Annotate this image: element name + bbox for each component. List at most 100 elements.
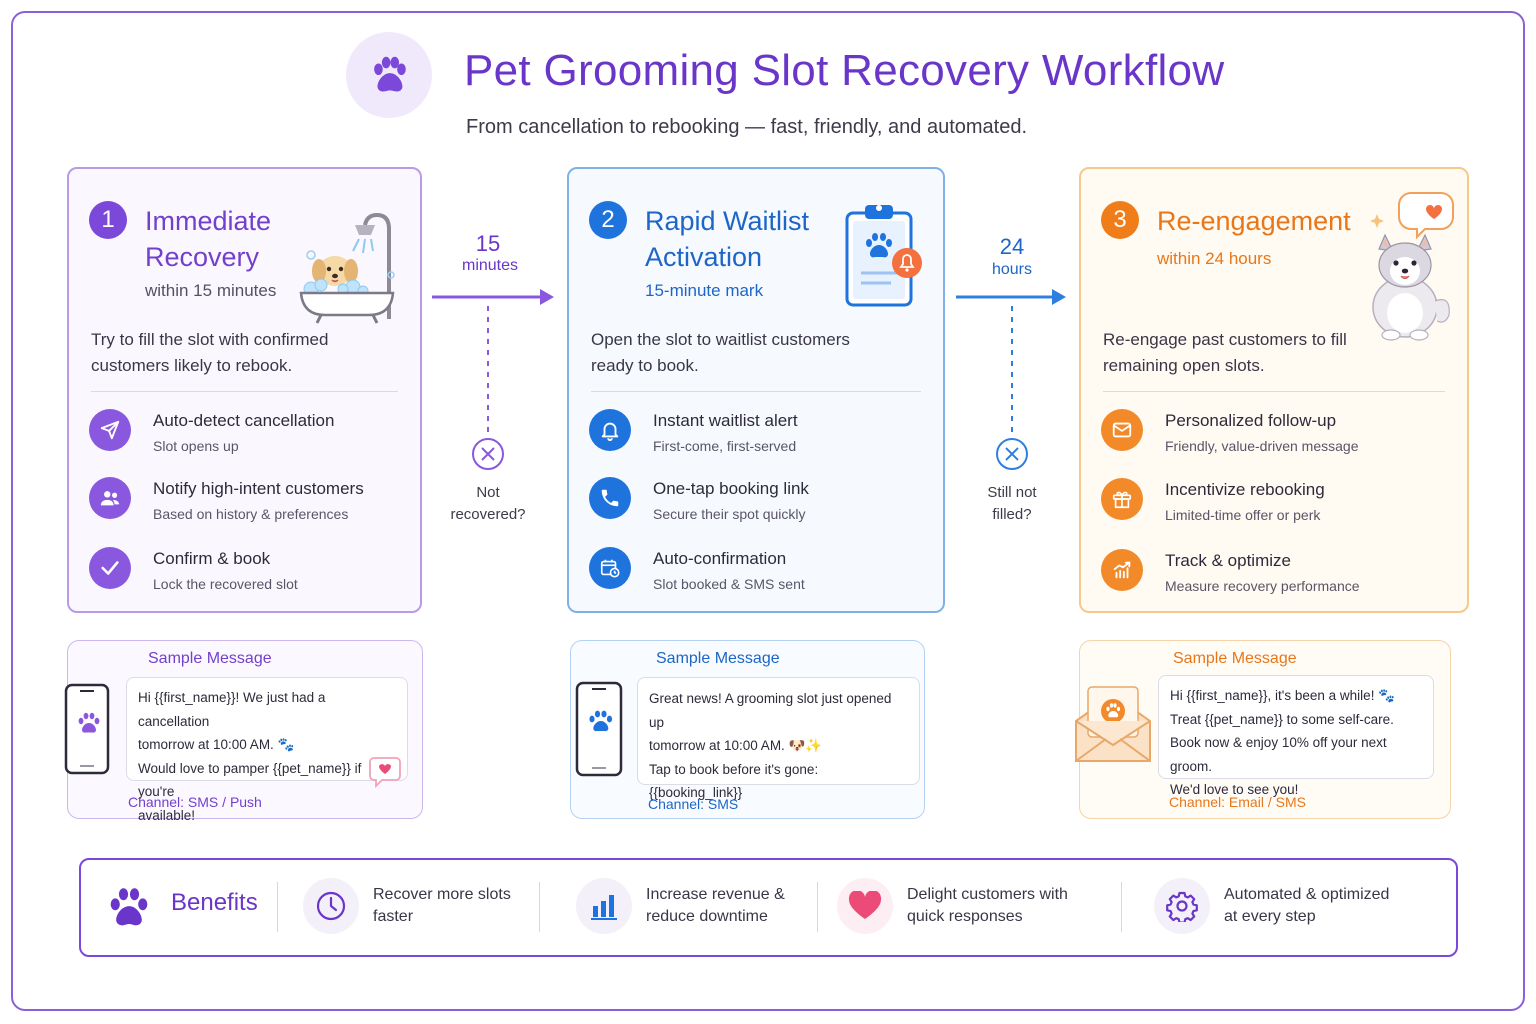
fluffy-dog-illustration — [1370, 192, 1454, 341]
clipboard-illustration — [845, 205, 922, 307]
clock-icon — [303, 878, 359, 934]
step-number-badge: 3 — [1101, 201, 1139, 239]
message-bubble: Hi {{first_name}}, it's been a while! 🐾 … — [1158, 675, 1434, 797]
item-title: Track & optimize — [1165, 551, 1291, 570]
step-item: Track & optimize Measure recovery perfor… — [1101, 549, 1360, 594]
bar-chart-icon — [576, 878, 632, 934]
item-title: Personalized follow-up — [1165, 411, 1337, 430]
connector-time-unit: minutes — [461, 257, 519, 274]
item-subtitle: Limited-time offer or perk — [1165, 507, 1321, 523]
step-card-rapid-waitlist: 2 Rapid Waitlist Activation 15-minute ma… — [567, 167, 945, 613]
channel-label: Channel: SMS / Push — [128, 794, 262, 810]
message-line: Great news! A grooming slot just opened … — [649, 691, 892, 730]
step-title: Immediate Recovery — [145, 206, 272, 272]
step-item: Auto-confirmation Slot booked & SMS sent — [589, 547, 805, 592]
step-title: Re-engagement — [1157, 206, 1351, 236]
logo-badge — [346, 32, 432, 118]
dog-bathtub-illustration — [299, 212, 395, 324]
step-number-badge: 1 — [89, 201, 127, 239]
step-subtitle: 15-minute mark — [645, 281, 764, 300]
connector-time-value: 24 — [999, 234, 1025, 259]
connector-question-line: Not — [476, 484, 500, 501]
smartphone-icon — [64, 683, 110, 775]
message-line: Would love to pamper {{pet_name}} if you… — [138, 760, 362, 800]
sample-message-card: Sample Message Hi {{first_name}}, it's b… — [1075, 640, 1451, 819]
benefit-line: faster — [373, 908, 414, 925]
heart-icon — [837, 878, 893, 934]
item-subtitle: Measure recovery performance — [1165, 578, 1360, 594]
heart-chat-icon — [369, 757, 401, 789]
benefit-item: Increase revenue & reduce downtime — [576, 878, 785, 934]
message-line: Book now & enjoy 10% off your next groom… — [1170, 735, 1387, 774]
benefit-line: Increase revenue & — [646, 886, 785, 903]
message-line: {{booking_link}} — [649, 785, 743, 800]
paw-icon — [110, 888, 148, 926]
message-line: tomorrow at 10:00 AM. 🐾 — [138, 737, 295, 752]
divider — [1103, 391, 1445, 392]
gear-icon — [1154, 878, 1210, 934]
step-description: Open the slot to waitlist customers read… — [591, 330, 850, 375]
sample-title: Sample Message — [1173, 650, 1297, 667]
benefit-line: Recover more slots — [373, 886, 511, 903]
gift-icon — [1101, 478, 1143, 520]
item-subtitle: Slot opens up — [153, 438, 239, 454]
item-title: One-tap booking link — [653, 479, 809, 498]
step-description: Re-engage past customers to fill remaini… — [1103, 330, 1347, 375]
divider — [277, 882, 278, 932]
item-title: Confirm & book — [153, 549, 271, 568]
step-subtitle: within 24 hours — [1157, 249, 1272, 268]
item-title: Notify high-intent customers — [153, 479, 364, 498]
message-line: We'd love to see you! — [1170, 782, 1299, 797]
message-line: Hi {{first_name}}, it's been a while! 🐾 — [1170, 688, 1396, 703]
item-subtitle: Secure their spot quickly — [653, 506, 806, 522]
phone-icon — [589, 477, 631, 519]
message-line: available! — [138, 807, 196, 823]
benefit-line: reduce downtime — [646, 908, 768, 925]
divider — [539, 882, 540, 932]
benefit-line: Automated & optimized — [1224, 886, 1390, 903]
divider — [1121, 882, 1122, 932]
item-subtitle: Friendly, value-driven message — [1165, 438, 1359, 454]
step-card-re-engagement: 3 Re-engagement within 24 hours Re-engag… — [1079, 167, 1469, 613]
benefit-item: Automated & optimized at every step — [1154, 878, 1389, 934]
calendar-clock-icon — [589, 547, 631, 589]
message-bubble: Great news! A grooming slot just opened … — [637, 677, 920, 800]
message-line: Treat {{pet_name}} to some self-care. — [1170, 711, 1394, 727]
benefit-line: Delight customers with — [907, 886, 1068, 903]
mail-icon — [1101, 409, 1143, 451]
message-line: Tap to book before it's gone: — [649, 761, 819, 777]
item-title: Incentivize rebooking — [1165, 480, 1325, 499]
connector-question: Still not filled? — [957, 482, 1067, 526]
smartphone-icon — [575, 681, 623, 777]
benefit-line: quick responses — [907, 908, 1023, 925]
item-title: Auto-confirmation — [653, 549, 787, 568]
users-icon — [89, 477, 131, 519]
step-card-immediate-recovery: 1 Immediate Recovery within 15 minutes T… — [67, 167, 422, 613]
step-title: Rapid Waitlist Activation — [645, 206, 810, 272]
connector-question-line: filled? — [992, 506, 1032, 523]
divider — [817, 882, 818, 932]
channel-label: Channel: SMS — [648, 796, 739, 812]
benefit-item: Recover more slots faster — [303, 878, 511, 934]
step-item: Confirm & book Lock the recovered slot — [89, 547, 298, 592]
bell-icon — [589, 409, 631, 451]
check-icon — [89, 547, 131, 589]
connector-arrow — [432, 289, 554, 470]
benefits-label: Benefits — [171, 889, 258, 916]
connector-question: Not recovered? — [433, 482, 543, 526]
item-title: Auto-detect cancellation — [153, 411, 335, 430]
message-bubble: Hi {{first_name}}! We just had a cancell… — [126, 677, 408, 823]
connector-arrow — [956, 289, 1066, 470]
benefits-bar: Benefits Recover more slots faster Incre… — [79, 858, 1458, 957]
paw-icon — [374, 56, 406, 92]
page-subtitle: From cancellation to rebooking — fast, f… — [466, 116, 1028, 138]
sample-message-card: Sample Message Hi {{first_name}}! We jus… — [64, 640, 423, 823]
item-subtitle: Slot booked & SMS sent — [653, 576, 805, 592]
item-subtitle: Lock the recovered slot — [153, 576, 298, 592]
item-subtitle: First-come, first-served — [653, 438, 797, 454]
envelope-icon — [1075, 686, 1151, 762]
step-item: Personalized follow-up Friendly, value-d… — [1101, 409, 1359, 454]
step-subtitle: within 15 minutes — [145, 281, 277, 300]
step-item: Instant waitlist alert First-come, first… — [589, 409, 798, 454]
step-item: Auto-detect cancellation Slot opens up — [89, 409, 334, 454]
